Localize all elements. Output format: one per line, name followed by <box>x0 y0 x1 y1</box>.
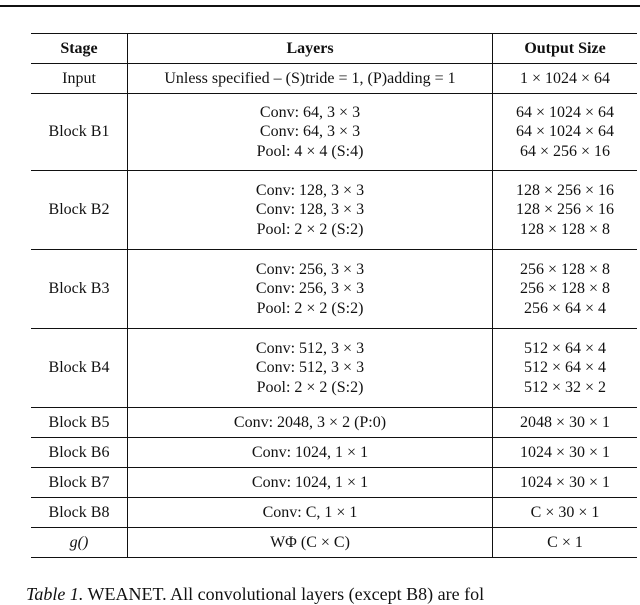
header-output: Output Size <box>492 33 637 64</box>
caption-label: Table 1. <box>26 584 84 604</box>
output-cell: 1 × 1024 × 64 <box>492 63 637 94</box>
stage-cell: g() <box>31 527 128 558</box>
output-cell: 2048 × 30 × 1 <box>492 407 637 438</box>
layers-cell: WΦ (C × C) <box>127 527 493 558</box>
layers-cell-line: Conv: 128, 3 × 3 <box>255 201 365 219</box>
layers-cell: Conv: C, 1 × 1 <box>127 497 493 528</box>
layers-cell-line: Conv: C, 1 × 1 <box>262 503 358 521</box>
layers-cell-line: Pool: 2 × 2 (S:2) <box>256 299 364 317</box>
layers-cell-line: Unless specified – (S)tride = 1, (P)addi… <box>164 69 456 87</box>
output-cell-line: C × 1 <box>547 533 583 551</box>
caption-text: WEANET. All convolutional layers (except… <box>83 584 485 604</box>
layers-cell-line: Conv: 512, 3 × 3 <box>255 340 365 358</box>
layers-cell: Conv: 1024, 1 × 1 <box>127 467 493 498</box>
stage-cell: Block B6 <box>31 437 128 468</box>
output-cell-line: 1024 × 30 × 1 <box>519 443 611 461</box>
header-layers: Layers <box>127 33 493 64</box>
output-cell-line: 2048 × 30 × 1 <box>519 413 611 431</box>
stage-cell: Block B1 <box>31 93 128 171</box>
layers-cell-line: Conv: 2048, 3 × 2 (P:0) <box>233 413 387 431</box>
output-cell-line: 1024 × 30 × 1 <box>519 473 611 491</box>
layers-cell-line: Conv: 128, 3 × 3 <box>255 182 365 200</box>
output-cell-line: 512 × 64 × 4 <box>523 340 607 358</box>
stage-cell: Block B8 <box>31 497 128 528</box>
table-row: Block B8 Conv: C, 1 × 1 C × 30 × 1 <box>31 497 637 528</box>
output-cell-line: 512 × 64 × 4 <box>523 359 607 377</box>
output-cell: 1024 × 30 × 1 <box>492 467 637 498</box>
table-row: Block B7 Conv: 1024, 1 × 1 1024 × 30 × 1 <box>31 467 637 498</box>
stage-cell: Block B4 <box>31 328 128 408</box>
layers-cell: Unless specified – (S)tride = 1, (P)addi… <box>127 63 493 94</box>
output-cell: C × 30 × 1 <box>492 497 637 528</box>
header-stage: Stage <box>31 33 128 64</box>
page-rule <box>0 5 640 7</box>
output-cell-line: 128 × 128 × 8 <box>519 220 611 238</box>
layers-cell-line: Pool: 4 × 4 (S:4) <box>256 142 364 160</box>
table-row: Block B5 Conv: 2048, 3 × 2 (P:0) 2048 × 30… <box>31 407 637 438</box>
layers-cell-line: WΦ (C × C) <box>270 533 350 551</box>
output-cell: 1024 × 30 × 1 <box>492 437 637 468</box>
output-cell-line: 256 × 128 × 8 <box>519 280 611 298</box>
layers-cell-line: Pool: 2 × 2 (S:2) <box>256 378 364 396</box>
output-cell-line: 64 × 1024 × 64 <box>515 123 615 141</box>
layers-cell-line: Conv: 512, 3 × 3 <box>255 359 365 377</box>
layers-cell-line: Conv: 64, 3 × 3 <box>259 104 361 122</box>
output-cell-line: 64 × 256 × 16 <box>519 142 611 160</box>
layers-cell-line: Conv: 1024, 1 × 1 <box>251 473 369 491</box>
table-row: Block B6 Conv: 1024, 1 × 1 1024 × 30 × 1 <box>31 437 637 468</box>
layers-cell-line: Conv: 256, 3 × 3 <box>255 261 365 279</box>
stage-cell: Input <box>31 63 128 94</box>
architecture-table: Stage Layers Output Size Input Unless spe… <box>31 33 637 558</box>
output-cell-line: 256 × 128 × 8 <box>519 261 611 279</box>
table-row: g() WΦ (C × C) C × 1 <box>31 527 637 558</box>
stage-cell: Block B7 <box>31 467 128 498</box>
output-cell-line: C × 30 × 1 <box>530 503 600 521</box>
output-cell-line: 256 × 64 × 4 <box>523 299 607 317</box>
output-cell: C × 1 <box>492 527 637 558</box>
layers-cell: Conv: 2048, 3 × 2 (P:0) <box>127 407 493 438</box>
table-row: Input Unless specified – (S)tride = 1, (P… <box>31 63 637 94</box>
layers-cell-line: Conv: 1024, 1 × 1 <box>251 443 369 461</box>
output-cell-line: 512 × 32 × 2 <box>523 378 607 396</box>
layers-cell-line: Pool: 2 × 2 (S:2) <box>256 220 364 238</box>
output-cell-line: 1 × 1024 × 64 <box>519 69 611 87</box>
output-cell-line: 64 × 1024 × 64 <box>515 104 615 122</box>
layers-cell-line: Conv: 64, 3 × 3 <box>259 123 361 141</box>
stage-cell: Block B2 <box>31 170 128 250</box>
stage-cell: Block B5 <box>31 407 128 438</box>
output-cell-line: 128 × 256 × 16 <box>515 182 615 200</box>
table-caption: Table 1. WEANET. All convolutional layer… <box>26 584 484 605</box>
stage-cell: Block B3 <box>31 249 128 329</box>
layers-cell-line: Conv: 256, 3 × 3 <box>255 280 365 298</box>
layers-cell: Conv: 1024, 1 × 1 <box>127 437 493 468</box>
output-cell-line: 128 × 256 × 16 <box>515 201 615 219</box>
